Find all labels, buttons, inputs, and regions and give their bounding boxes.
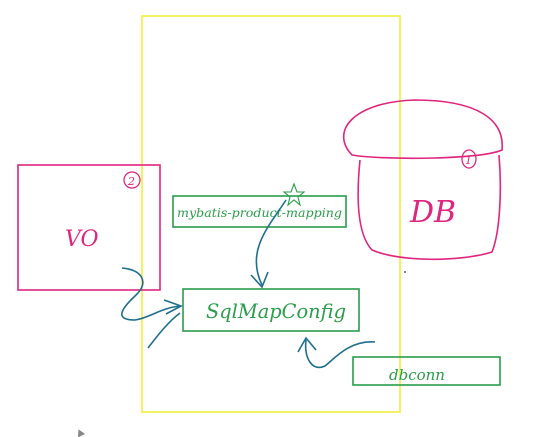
star-icon xyxy=(282,182,306,207)
sqlmap-label: SqlMapConfig xyxy=(206,299,346,323)
sqlmap-box xyxy=(182,288,360,332)
vo-badge-circle xyxy=(123,171,141,189)
stray-dot xyxy=(404,271,406,273)
vo-box xyxy=(17,164,161,291)
arrow-mapping-to-sqlmap xyxy=(255,199,287,286)
db-cylinder-top xyxy=(342,99,503,160)
arrow-vo-to-sqlmap xyxy=(121,267,181,321)
db-badge-number: 1 xyxy=(465,154,472,167)
db-cylinder-body xyxy=(357,154,502,261)
container-box xyxy=(141,15,401,413)
arrow-dbconn-to-sqlmap-head xyxy=(297,336,317,353)
vo-badge-number: 2 xyxy=(127,175,135,188)
dbconn-box xyxy=(352,356,501,386)
mapping-box xyxy=(172,195,347,228)
arrow-vo-to-sqlmap-head xyxy=(163,299,183,315)
dbconn-label: dbconn xyxy=(389,366,445,384)
arrow-vo-to-sqlmap-tail xyxy=(147,312,181,349)
db-badge-circle xyxy=(461,149,477,169)
db-label: DB xyxy=(409,195,456,230)
mapping-label: mybatis-product-mapping xyxy=(177,206,342,220)
vo-label: VO xyxy=(65,227,99,252)
arrow-mapping-to-sqlmap-head xyxy=(250,271,269,289)
arrow-dbconn-to-sqlmap xyxy=(304,339,376,369)
